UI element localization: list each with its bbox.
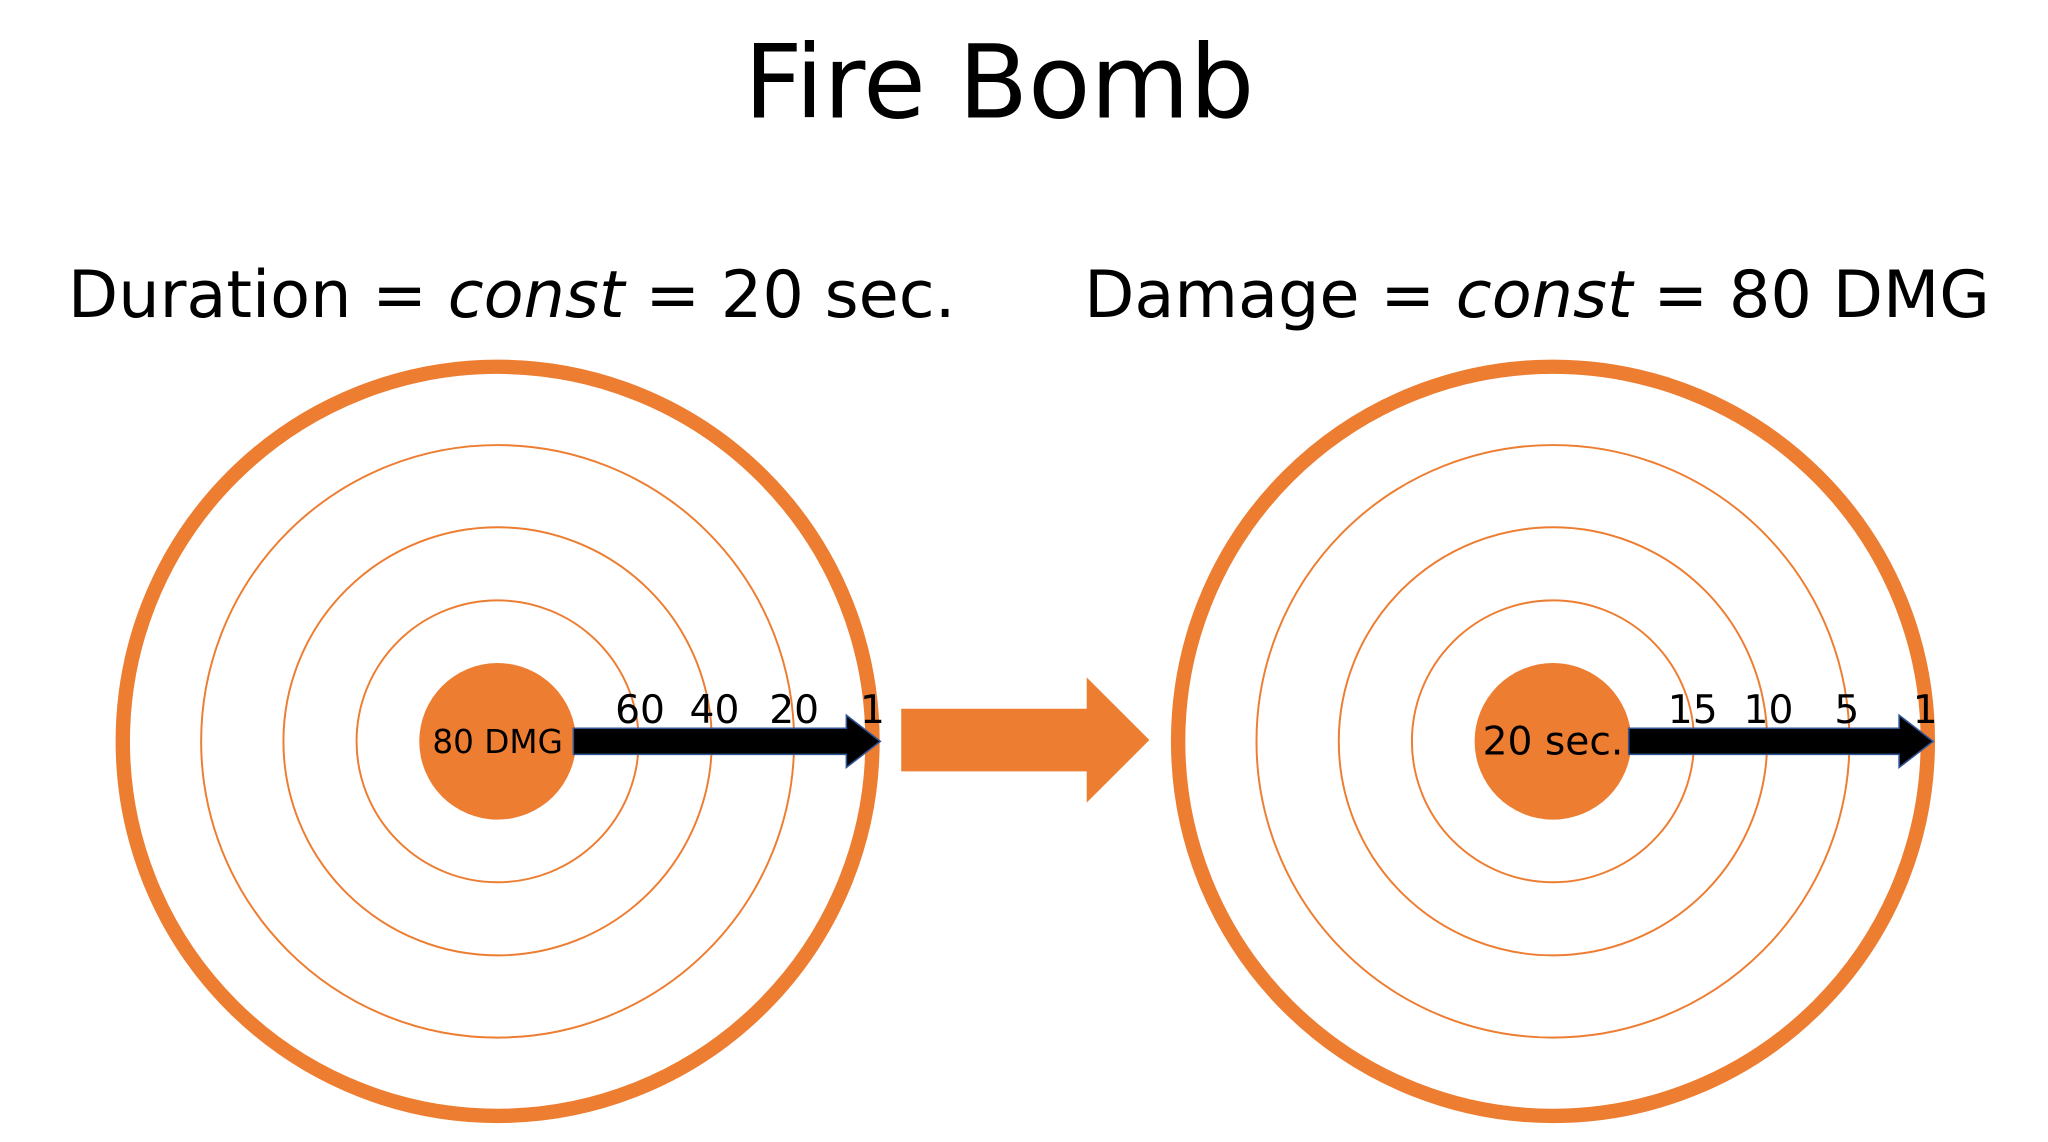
center-label: 80 DMG [432, 723, 562, 761]
ring-label: 15 [1668, 688, 1718, 733]
left-target: 80 DMG 60 40 20 1 [115, 359, 885, 1124]
ring-label: 40 [690, 688, 740, 733]
right-heading-prefix: Damage = [1084, 257, 1456, 333]
transition-arrow-icon [901, 677, 1150, 803]
right-heading: Damage = const = 80 DMG [1084, 257, 1990, 333]
radius-arrow [1627, 713, 1935, 770]
ring-label: 20 [769, 688, 819, 733]
left-heading-italic: const [448, 257, 627, 333]
radius-arrow [572, 713, 882, 770]
ring-label: 60 [615, 688, 665, 733]
right-heading-suffix: = 80 DMG [1633, 257, 1990, 333]
right-heading-italic: const [1456, 257, 1635, 333]
center-label: 20 sec. [1483, 719, 1624, 764]
center-disc [419, 663, 576, 820]
ring-label: 5 [1834, 688, 1859, 733]
right-target: 20 sec. 15 10 5 1 [1170, 359, 1938, 1124]
center-disc [1474, 663, 1632, 820]
left-heading: Duration = const = 20 sec. [68, 257, 956, 333]
ring-label: 10 [1744, 688, 1794, 733]
slide-title: Fire Bomb [744, 23, 1254, 142]
ring-label: 1 [1913, 688, 1938, 733]
ring-label: 1 [860, 688, 885, 733]
left-heading-suffix: = 20 sec. [625, 257, 956, 333]
left-heading-prefix: Duration = [68, 257, 448, 333]
